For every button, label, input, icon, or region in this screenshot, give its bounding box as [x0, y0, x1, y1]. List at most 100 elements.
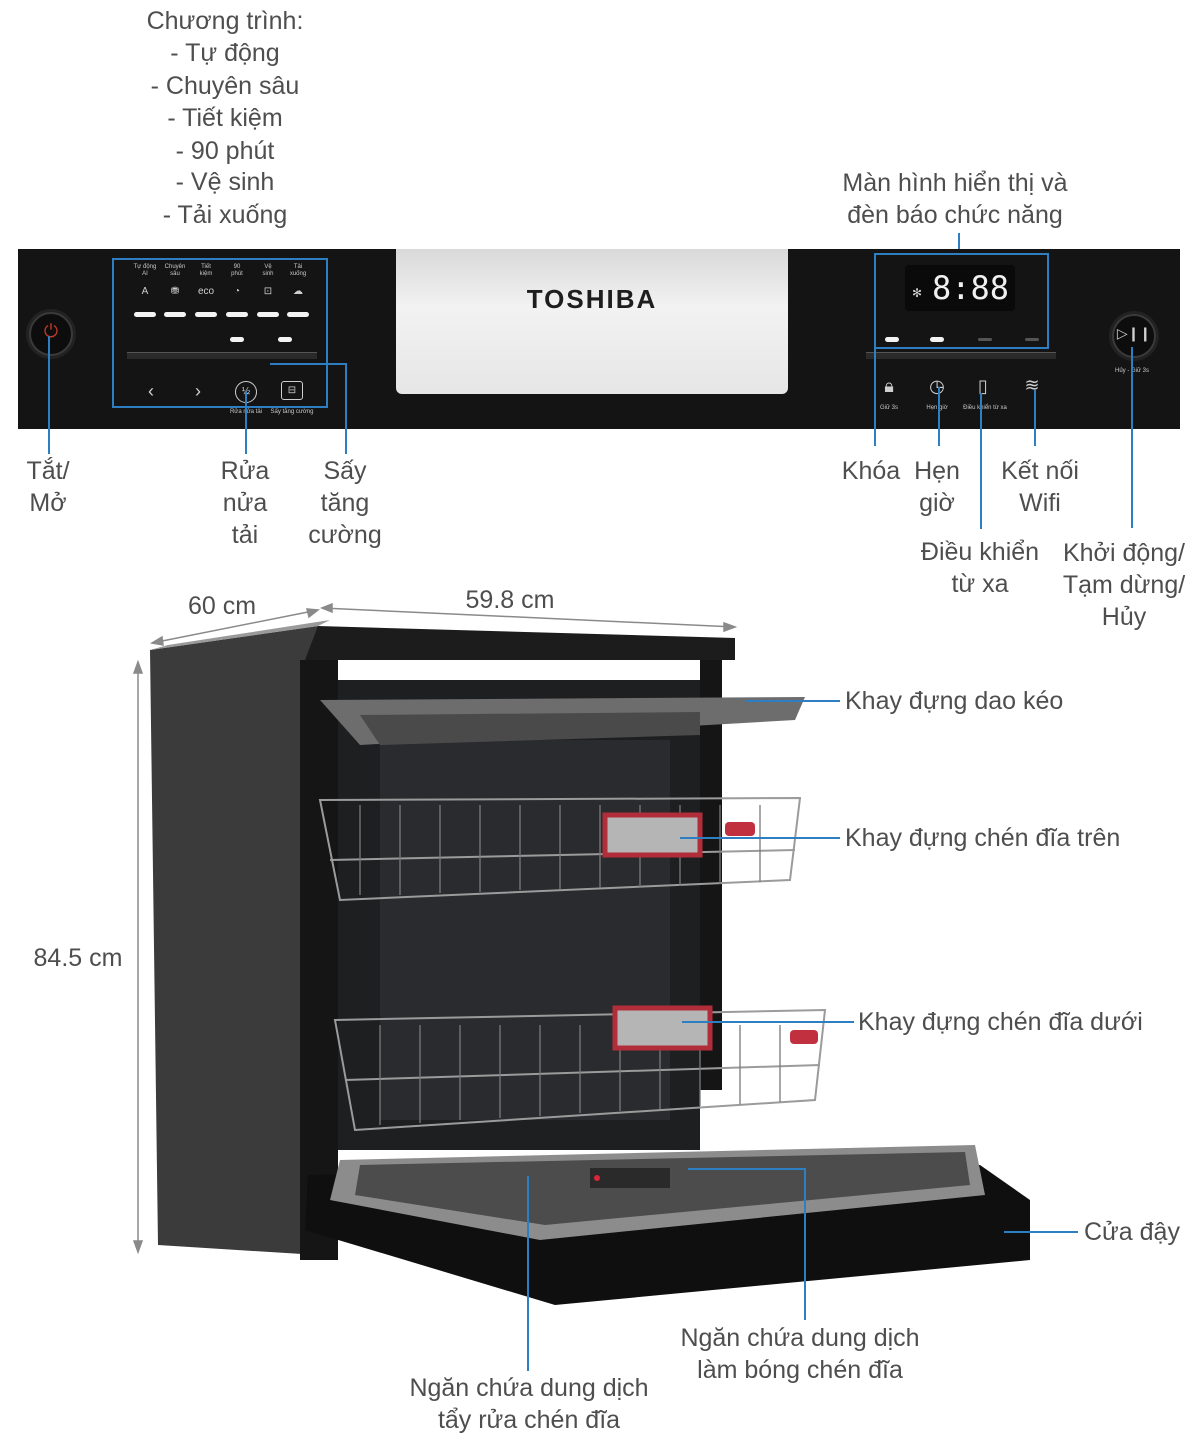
indicator-led — [278, 337, 292, 342]
display-highlight — [874, 253, 1049, 349]
program-item: - Vệ sinh — [175, 168, 275, 196]
remote-caption: Điều khiển từ xa — [963, 405, 1007, 411]
program-led — [195, 312, 217, 317]
callout-line — [804, 1168, 806, 1320]
callout-line — [1131, 347, 1133, 528]
chevron-right-icon[interactable]: › — [195, 381, 201, 401]
width-dimension: 59.8 cm — [465, 586, 555, 614]
timer-icon[interactable]: ◷ — [929, 376, 945, 396]
snowflake-icon: ✻ — [911, 286, 923, 300]
lock-icon[interactable]: 🔒︎ — [884, 376, 894, 396]
program-led — [164, 312, 186, 317]
callout-line — [682, 1021, 854, 1023]
cutlery-tray-label: Khay đựng dao kéo — [845, 687, 1064, 715]
callout-line — [745, 700, 840, 702]
rinse-aid-label: làm bóng chén đĩa — [697, 1356, 903, 1384]
power-label: Tắt/ — [26, 457, 70, 485]
program-key-label: phút — [231, 271, 243, 277]
callout-line — [527, 1176, 529, 1371]
extra-dry-caption: Sấy tăng cường — [270, 409, 314, 415]
program-led — [226, 312, 248, 317]
timer-caption: Hẹn giờ — [926, 405, 948, 411]
program-keys-highlight — [112, 258, 328, 408]
wifi-label: Wifi — [1019, 489, 1061, 517]
chevron-left-icon[interactable]: ‹ — [148, 381, 154, 401]
display-readout: 8:88 — [905, 265, 1015, 311]
extra-dry-label: tăng — [320, 489, 370, 517]
indicator-led — [978, 338, 992, 341]
start-label: Hủy — [1101, 603, 1147, 631]
program-key-icon[interactable]: eco — [197, 286, 215, 297]
start-pause-button[interactable]: ▷❙❙ — [1112, 314, 1156, 358]
program-item: - Tiết kiệm — [167, 104, 283, 132]
indicator-led — [930, 337, 944, 342]
height-dimension: 84.5 cm — [33, 944, 123, 972]
lower-rack-label: Khay đựng chén đĩa dưới — [858, 1008, 1143, 1036]
callout-line — [270, 363, 346, 365]
rinse-aid-label: Ngăn chứa dung dịch — [680, 1324, 920, 1352]
program-key-icon[interactable]: ⊡ — [263, 286, 273, 297]
power-button[interactable]: ⏻ — [29, 312, 73, 356]
extra-dry-label: Sấy — [323, 457, 367, 485]
display-label: đèn báo chức năng — [847, 201, 1063, 229]
program-led — [134, 312, 156, 317]
callout-line — [345, 363, 347, 454]
program-key-label: Chuyên — [164, 264, 186, 270]
program-key-label: sâu — [170, 271, 180, 277]
start-label: Tạm dừng/ — [1062, 571, 1186, 599]
program-key-label: Tự động — [133, 264, 157, 270]
start-label: Khởi động/ — [1062, 539, 1186, 567]
program-item: - Tải xuống — [162, 201, 288, 229]
callout-line — [1004, 1231, 1078, 1233]
power-icon: ⏻ — [43, 321, 59, 341]
remote-icon[interactable]: ▯ — [978, 376, 988, 396]
remote-label: Điều khiển — [920, 538, 1040, 566]
program-key-label: Tải — [293, 264, 303, 270]
programs-heading: Chương trình: — [146, 7, 304, 35]
callout-line — [680, 837, 840, 839]
half-load-label: tải — [231, 521, 259, 549]
play-pause-icon: ▷❙❙ — [1116, 325, 1152, 341]
program-led — [287, 312, 309, 317]
program-key-label: AI — [142, 271, 148, 277]
half-load-label: Rửa — [220, 457, 270, 485]
program-led — [257, 312, 279, 317]
extra-dry-button[interactable]: ⊟ — [281, 381, 303, 400]
program-key-icon[interactable]: A — [141, 286, 149, 297]
timer-label: Hẹn — [914, 457, 960, 485]
lock-label: Khóa — [841, 457, 901, 485]
lock-caption: Giữ 3s — [879, 405, 899, 411]
program-key-label: sinh — [262, 271, 274, 277]
wifi-label: Kết nối — [1001, 457, 1079, 485]
remote-label: từ xa — [951, 570, 1009, 598]
brand-logo: TOSHIBA — [526, 284, 658, 314]
callout-line — [245, 391, 247, 454]
indicator-led — [230, 337, 244, 342]
callout-line — [958, 233, 960, 255]
depth-dimension: 60 cm — [187, 592, 257, 620]
power-label: Mở — [29, 489, 67, 517]
callout-line — [1034, 390, 1036, 446]
upper-rack-label: Khay đựng chén đĩa trên — [845, 824, 1121, 852]
extra-dry-label: cường — [308, 521, 382, 549]
callout-line — [874, 345, 876, 446]
program-key-icon[interactable]: ⛃ — [170, 286, 180, 297]
half-load-label: nửa — [222, 489, 268, 517]
program-key-icon[interactable]: ◔ — [233, 286, 241, 297]
callout-line — [938, 387, 940, 446]
program-item: - Chuyên sâu — [150, 72, 300, 100]
detergent-label: Ngăn chứa dung dịch — [409, 1374, 649, 1402]
detergent-label: tẩy rửa chén đĩa — [437, 1406, 621, 1434]
program-item: - 90 phút — [175, 137, 275, 165]
program-key-label: kiệm — [199, 271, 213, 277]
program-key-icon[interactable]: ☁ — [293, 286, 303, 297]
program-key-label: 90 — [233, 264, 241, 270]
program-key-label: Vệ — [264, 264, 272, 270]
panel-bar — [127, 352, 317, 359]
door-handle — [396, 249, 788, 394]
callout-line — [48, 336, 50, 454]
timer-label: giờ — [919, 489, 955, 517]
indicator-led — [885, 337, 899, 342]
program-item: - Tự động — [170, 39, 280, 67]
